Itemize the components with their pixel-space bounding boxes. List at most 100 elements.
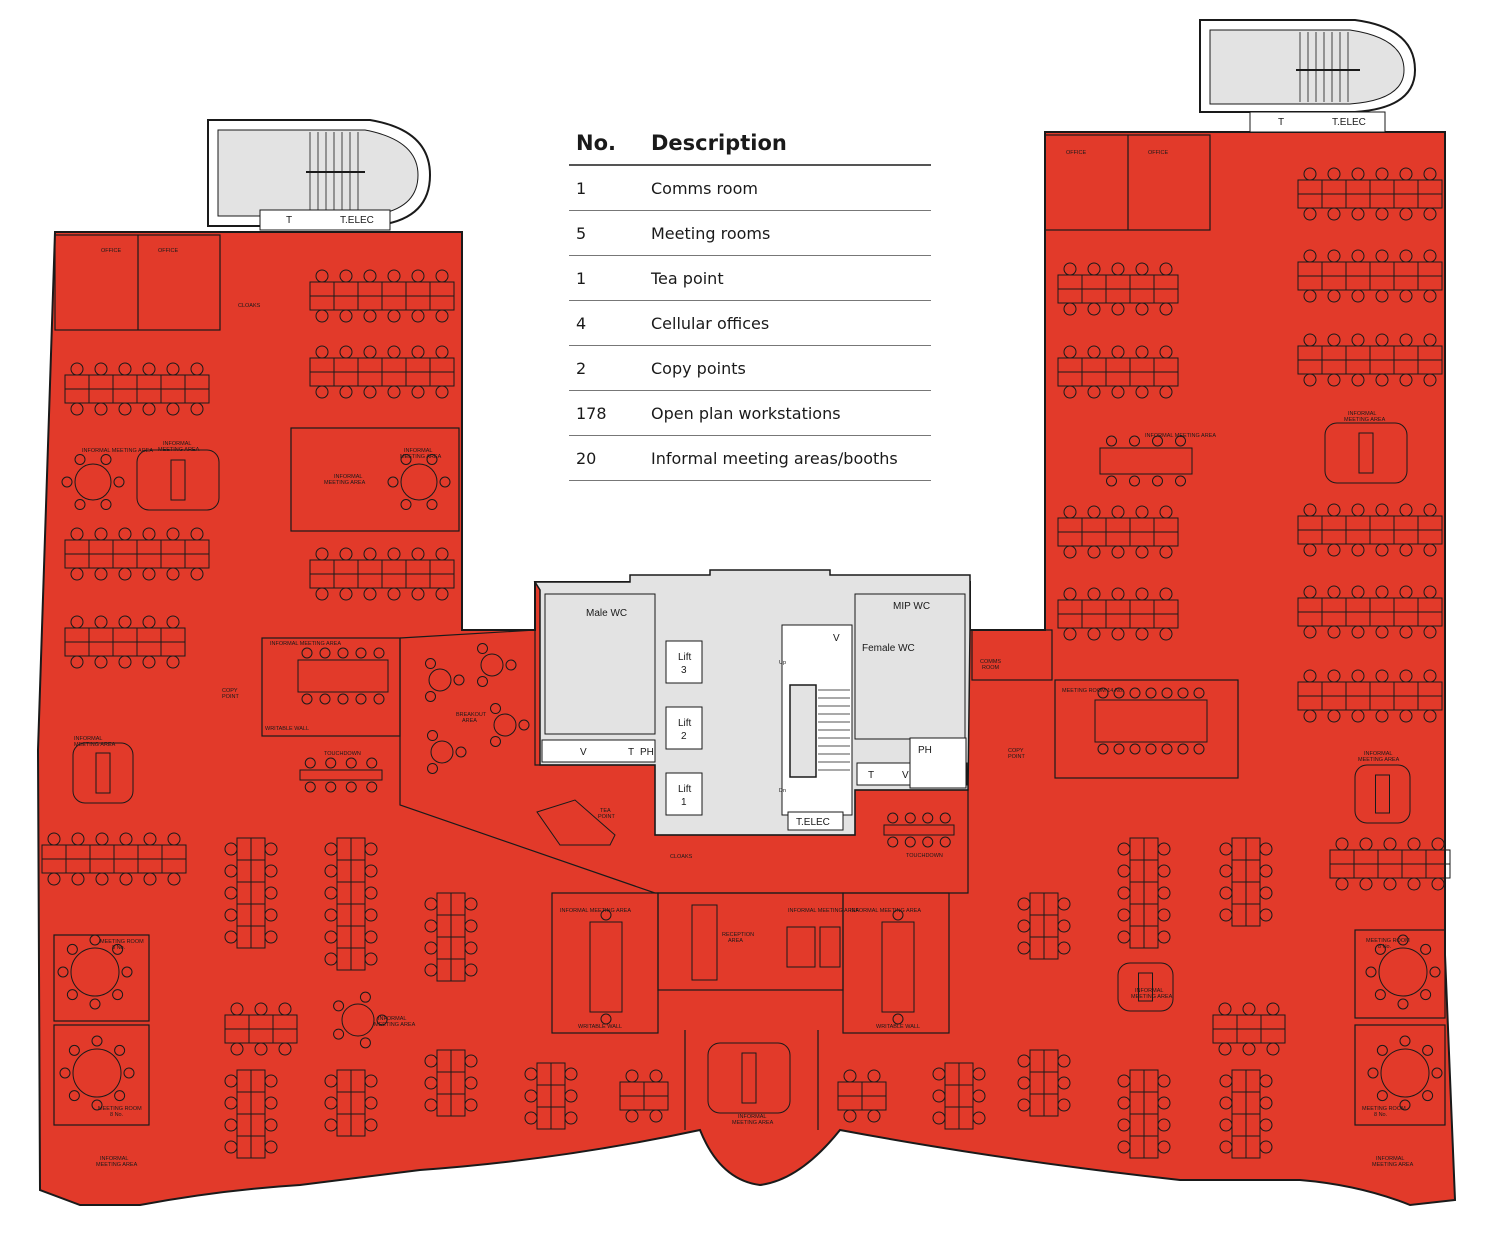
workstation-chair bbox=[1399, 625, 1413, 639]
workstation-chair bbox=[1117, 1096, 1131, 1110]
meeting-table bbox=[299, 769, 383, 781]
workstation-chair bbox=[1087, 302, 1101, 316]
workstation-chair bbox=[339, 587, 353, 601]
sofa bbox=[786, 926, 816, 968]
workstation-chair bbox=[315, 587, 329, 601]
workstation-chair bbox=[224, 908, 238, 922]
workstation-chair bbox=[364, 1074, 378, 1088]
booth bbox=[72, 742, 134, 804]
workstation-chair bbox=[167, 872, 181, 886]
meeting-table bbox=[1094, 699, 1208, 743]
v-core-label-2: V bbox=[902, 770, 909, 781]
workstation-chair bbox=[1117, 886, 1131, 900]
workstation-chair bbox=[1242, 1002, 1256, 1016]
workstation-chair bbox=[867, 1109, 881, 1123]
workstation-chair bbox=[278, 1002, 292, 1016]
table-chair bbox=[355, 693, 367, 705]
workstation-chair bbox=[315, 345, 329, 359]
workstation-chair bbox=[364, 930, 378, 944]
workstation-chair bbox=[1375, 625, 1389, 639]
table-chair bbox=[121, 966, 133, 978]
workstation-chair bbox=[339, 309, 353, 323]
room-label-comms: ROOM bbox=[982, 665, 1000, 671]
workstation-chair bbox=[224, 842, 238, 856]
lift-2-label: Lift bbox=[678, 718, 692, 729]
workstation-chair bbox=[1351, 289, 1365, 303]
workstation-chair bbox=[1399, 249, 1413, 263]
table-chair bbox=[113, 476, 125, 488]
workstation-chair bbox=[464, 1098, 478, 1112]
workstation-chair bbox=[1057, 1076, 1071, 1090]
workstation-chair bbox=[224, 1074, 238, 1088]
workstation-chair bbox=[1423, 333, 1437, 347]
workstation-chair bbox=[324, 1096, 338, 1110]
workstation-chair bbox=[411, 547, 425, 561]
workstation-chair bbox=[1303, 289, 1317, 303]
table-chair bbox=[1129, 687, 1141, 699]
workstation-chair bbox=[1351, 543, 1365, 557]
workstation-chair bbox=[1423, 669, 1437, 683]
round-table bbox=[72, 1048, 122, 1098]
workstation-chair bbox=[278, 1042, 292, 1056]
workstation-chair bbox=[1242, 1042, 1256, 1056]
workstation-chair bbox=[1399, 543, 1413, 557]
workstation-chair bbox=[1303, 503, 1317, 517]
legend-row-description: Informal meeting areas/booths bbox=[651, 448, 898, 468]
table-chair bbox=[112, 989, 124, 1001]
table-chair bbox=[112, 943, 124, 955]
legend-row-no: 20 bbox=[576, 448, 597, 468]
round-table bbox=[341, 1003, 375, 1037]
table-chair bbox=[1397, 998, 1409, 1010]
workstation-chair bbox=[1159, 345, 1173, 359]
table-chair bbox=[366, 781, 378, 793]
table-chair bbox=[89, 934, 101, 946]
workstation-chair bbox=[649, 1069, 663, 1083]
workstation-chair bbox=[1303, 167, 1317, 181]
meeting-area-label-9: MEETING AREA bbox=[1358, 757, 1400, 763]
t-right-label: T bbox=[1278, 117, 1284, 128]
workstation-chair bbox=[1335, 877, 1349, 891]
table-chair bbox=[1376, 1090, 1388, 1102]
table-chair bbox=[518, 719, 530, 731]
table-chair bbox=[359, 991, 371, 1003]
workstation-chair bbox=[324, 842, 338, 856]
workstation-chair bbox=[435, 587, 449, 601]
meeting-room-label-4: MEETING ROOM bbox=[1362, 1106, 1406, 1112]
workstation-chair bbox=[1383, 837, 1397, 851]
round-table bbox=[430, 740, 454, 764]
workstation-chair bbox=[972, 1111, 986, 1125]
workstation-chair bbox=[1303, 669, 1317, 683]
workstation-chair bbox=[142, 527, 156, 541]
workstation-chair bbox=[1219, 842, 1233, 856]
workstation-chair bbox=[1303, 709, 1317, 723]
meeting-area-label-17: MEETING AREA bbox=[1372, 1162, 1414, 1168]
workstation-chair bbox=[564, 1111, 578, 1125]
workstation-chair bbox=[1351, 333, 1365, 347]
mip-wc-label: MIP WC bbox=[893, 601, 930, 612]
table-chair bbox=[455, 746, 467, 758]
informal-label-12: INFORMAL MEETING AREA bbox=[788, 908, 859, 914]
workstation-chair bbox=[142, 362, 156, 376]
t-core-label-2: T bbox=[868, 770, 874, 781]
point-label-1: POINT bbox=[222, 694, 239, 700]
table-chair bbox=[304, 757, 316, 769]
table-chair bbox=[1129, 743, 1141, 755]
table-chair bbox=[66, 989, 78, 1001]
table-chair bbox=[333, 1000, 345, 1012]
workstation-chair bbox=[1219, 1074, 1233, 1088]
workstation-chair bbox=[1423, 585, 1437, 599]
workstation-chair bbox=[94, 567, 108, 581]
workstation-chair bbox=[387, 385, 401, 399]
workstation-chair bbox=[47, 832, 61, 846]
workstation-chair bbox=[315, 547, 329, 561]
touchdown-label-1: TOUCHDOWN bbox=[324, 751, 361, 757]
table-chair bbox=[91, 1099, 103, 1111]
table-chair bbox=[904, 836, 916, 848]
round-table bbox=[400, 463, 438, 501]
workstation-chair bbox=[166, 362, 180, 376]
booth bbox=[136, 449, 220, 511]
booth-table bbox=[1358, 432, 1374, 474]
table-chair bbox=[1420, 989, 1432, 1001]
workstation-chair bbox=[1351, 167, 1365, 181]
informal-label-13: INFORMAL bbox=[378, 1016, 406, 1022]
